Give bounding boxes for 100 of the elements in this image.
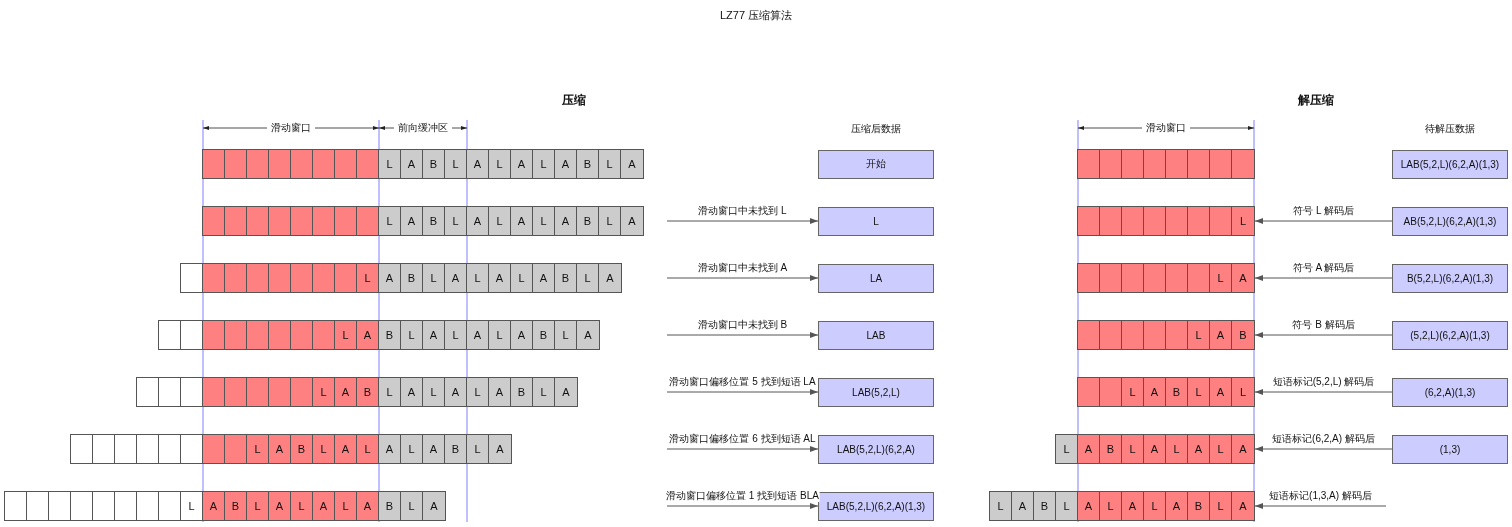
letter-cell: B	[225, 492, 247, 520]
letter-cell: A	[1232, 492, 1254, 520]
letter-cell: A	[555, 378, 577, 406]
empty-cell	[203, 378, 225, 406]
letter-cell: A	[533, 264, 555, 292]
letter-cell: L	[1210, 264, 1232, 292]
cell-strip	[180, 263, 622, 293]
letter-cell: L	[489, 150, 511, 178]
empty-cell	[1078, 150, 1100, 178]
letter-cell: B	[401, 264, 423, 292]
letter-cell: B	[423, 207, 445, 235]
data-box: L	[818, 206, 934, 236]
letter-cell: A	[1166, 492, 1188, 520]
empty-cell	[1166, 321, 1188, 349]
empty-cell	[1122, 264, 1144, 292]
empty-cell	[203, 435, 225, 463]
cell-strip	[1077, 206, 1255, 236]
letter-cell: B	[1166, 378, 1188, 406]
empty-cell	[1188, 264, 1210, 292]
cell-strip	[1055, 434, 1255, 464]
letter-cell: A	[357, 492, 379, 520]
empty-cell	[1122, 207, 1144, 235]
letter-cell: A	[1210, 378, 1232, 406]
letter-cell: L	[1188, 321, 1210, 349]
letter-cell: A	[1210, 321, 1232, 349]
letter-cell: A	[379, 435, 401, 463]
empty-cell	[1144, 207, 1166, 235]
letter-cell: L	[379, 150, 401, 178]
empty-cell	[1144, 150, 1166, 178]
letter-cell: L	[1100, 492, 1122, 520]
letter-cell: A	[489, 435, 511, 463]
cell-strip	[4, 491, 446, 521]
edge-label: 滑动窗口中未找到 A	[696, 262, 789, 274]
edge-label: 短语标记(1,3,A) 解码后	[1268, 490, 1373, 502]
letter-cell: L	[1166, 435, 1188, 463]
arrow	[1254, 389, 1393, 395]
letter-cell: L	[599, 150, 621, 178]
empty-cell	[1144, 264, 1166, 292]
letter-cell: B	[291, 435, 313, 463]
letter-cell: A	[335, 378, 357, 406]
empty-cell	[203, 264, 225, 292]
letter-cell: A	[1078, 492, 1100, 520]
data-box: LAB(5,2,L)(6,2,A)	[818, 434, 934, 464]
empty-cell	[291, 207, 313, 235]
letter-cell: A	[599, 264, 621, 292]
cell-strip	[1077, 149, 1255, 179]
letter-cell: L	[467, 264, 489, 292]
empty-cell	[1166, 264, 1188, 292]
letter-cell: A	[467, 321, 489, 349]
letter-cell: A	[467, 150, 489, 178]
letter-cell: L	[467, 435, 489, 463]
arrow	[666, 332, 819, 338]
edge-label: 滑动窗口偏移位置 1 找到短语 BLA	[665, 490, 820, 502]
empty-cell	[269, 207, 291, 235]
section-heading: 解压缩	[1296, 92, 1336, 109]
empty-cell	[291, 264, 313, 292]
edge-label: 滑动窗口中未找到 B	[696, 319, 789, 331]
letter-cell: A	[269, 435, 291, 463]
empty-cell	[335, 264, 357, 292]
empty-cell	[1122, 150, 1144, 178]
data-box: (6,2,A)(1,3)	[1392, 377, 1508, 407]
letter-cell: L	[489, 321, 511, 349]
empty-cell	[1144, 321, 1166, 349]
letter-cell: L	[533, 378, 555, 406]
letter-cell: L	[401, 321, 423, 349]
empty-cell	[225, 207, 247, 235]
letter-cell: B	[577, 207, 599, 235]
empty-cell	[1100, 378, 1122, 406]
letter-cell: L	[555, 321, 577, 349]
letter-cell: A	[511, 207, 533, 235]
data-box: LAB	[818, 320, 934, 350]
empty-cell	[313, 264, 335, 292]
data-box: LA	[818, 263, 934, 293]
letter-cell: L	[247, 435, 269, 463]
letter-cell: A	[467, 207, 489, 235]
letter-cell: A	[511, 321, 533, 349]
letter-cell: A	[1232, 435, 1254, 463]
cell-strip	[202, 206, 644, 236]
letter-cell: L	[511, 264, 533, 292]
empty-cell	[225, 264, 247, 292]
arrow	[666, 218, 819, 224]
empty-cell	[335, 150, 357, 178]
letter-cell: A	[423, 492, 445, 520]
empty-cell	[313, 207, 335, 235]
letter-cell: L	[357, 264, 379, 292]
dimension-label: 滑动窗口	[1144, 121, 1188, 135]
empty-cell	[1100, 150, 1122, 178]
letter-cell: A	[401, 378, 423, 406]
letter-cell: B	[423, 150, 445, 178]
empty-cell	[1100, 207, 1122, 235]
letter-cell: L	[1210, 492, 1232, 520]
letter-cell: L	[599, 207, 621, 235]
empty-cell	[291, 378, 313, 406]
letter-cell: A	[313, 492, 335, 520]
letter-cell: L	[247, 492, 269, 520]
letter-cell: L	[379, 207, 401, 235]
arrow	[1254, 446, 1393, 452]
letter-cell: A	[379, 264, 401, 292]
data-box: LAB(5,2,L)(6,2,A)(1,3)	[1392, 149, 1508, 179]
empty-cell	[225, 321, 247, 349]
